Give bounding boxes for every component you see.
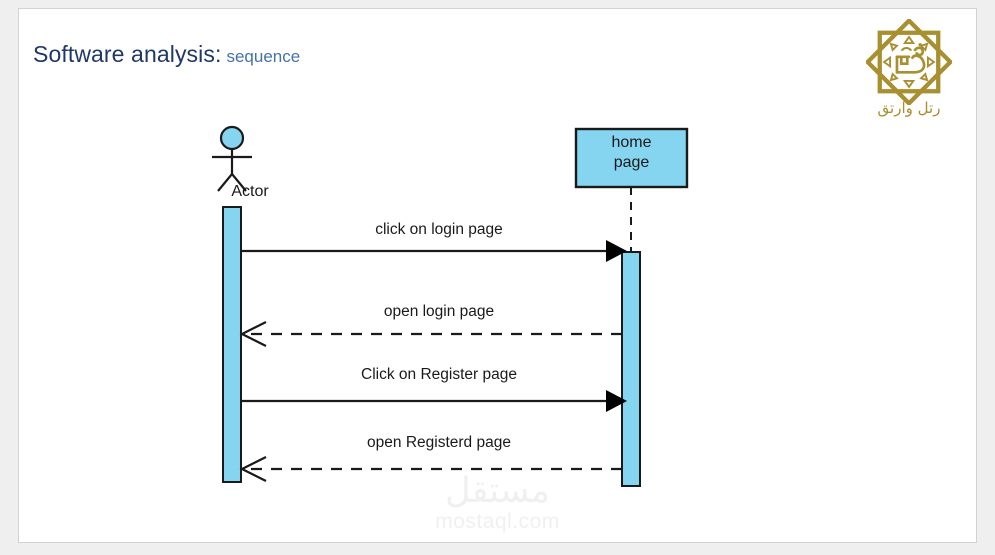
message-4-open-registerd-page[interactable] bbox=[239, 456, 622, 482]
message-3-click-on-register-page[interactable] bbox=[241, 390, 627, 412]
actor-right-leg-line bbox=[231, 173, 247, 192]
eight-pointed-star-logo-icon bbox=[866, 19, 952, 105]
logo-caption-text: رتل وارتق bbox=[877, 99, 941, 117]
title-main-text: Software analysis: bbox=[33, 41, 222, 67]
message-4-arrowhead-open-icon bbox=[239, 456, 267, 482]
home-page-label-line-2: page bbox=[613, 154, 650, 171]
actor-left-leg-line bbox=[217, 173, 233, 192]
title-subtitle-text: sequence bbox=[226, 47, 301, 66]
participant-home-page-box[interactable] bbox=[574, 127, 689, 189]
message-3-arrowhead-filled-icon bbox=[606, 390, 627, 412]
slide-canvas: Software analysis:sequence bbox=[18, 8, 977, 543]
participant-actor[interactable] bbox=[212, 125, 252, 192]
message-1-click-on-login-page[interactable] bbox=[241, 240, 627, 262]
message-2-arrowhead-open-icon bbox=[239, 321, 267, 347]
home-page-label-line-1: home bbox=[611, 134, 652, 151]
actor-head-icon bbox=[219, 125, 245, 151]
message-4-label: open Registerd page bbox=[367, 434, 511, 451]
participant-home-page-label: home page bbox=[576, 133, 687, 173]
message-2-label: open login page bbox=[383, 303, 495, 320]
message-1-label: click on login page bbox=[375, 221, 503, 238]
message-2-open-login-page[interactable] bbox=[239, 321, 622, 347]
participant-actor-label: Actor bbox=[231, 183, 269, 200]
brand-logo: رتل وارتق bbox=[856, 19, 962, 117]
home-page-activation-bar bbox=[621, 251, 641, 487]
page-title: Software analysis:sequence bbox=[33, 41, 300, 68]
message-1-arrowhead-filled-icon bbox=[606, 240, 627, 262]
actor-activation-bar bbox=[222, 206, 242, 483]
sequence-diagram bbox=[212, 125, 689, 487]
message-3-label: Click on Register page bbox=[361, 366, 517, 383]
